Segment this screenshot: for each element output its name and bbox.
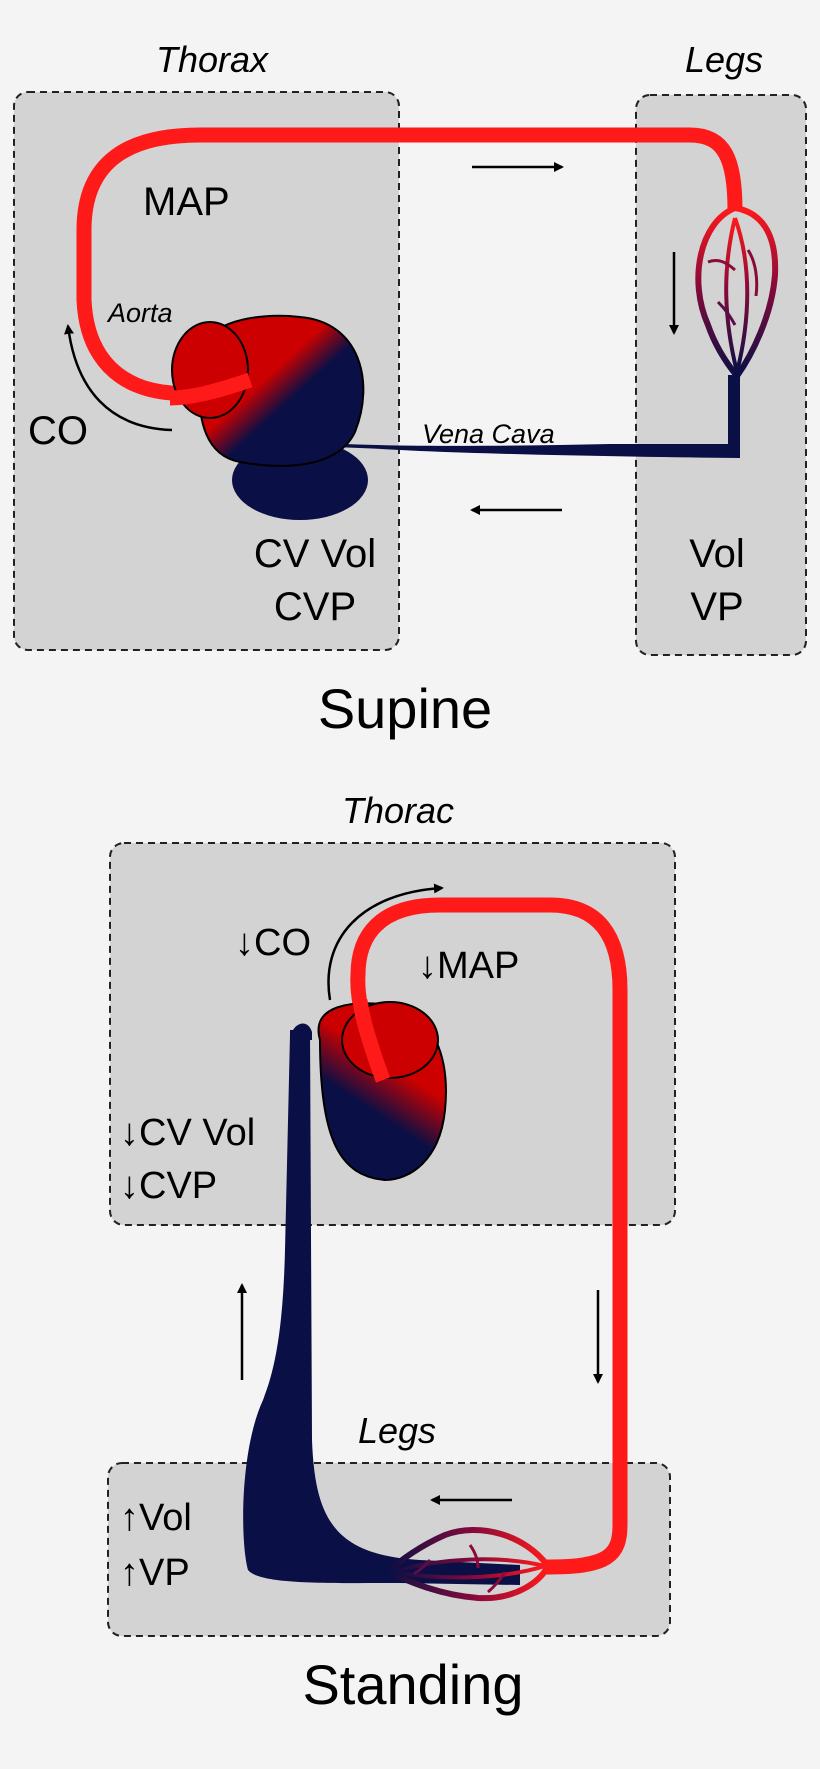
supine-cv-vol-label: CV Vol — [254, 532, 376, 576]
standing-co-label: ↓CO — [235, 922, 311, 964]
standing-legs-label: Legs — [358, 1410, 436, 1451]
standing-legs-box — [107, 1462, 671, 1637]
supine-aorta-vessel — [76, 127, 743, 401]
supine-legs-box — [635, 94, 807, 656]
supine-map-label: MAP — [143, 180, 230, 224]
supine-co-arrow — [64, 324, 173, 432]
standing-map-label: ↓MAP — [418, 945, 519, 987]
supine-thorax-label: Thorax — [156, 39, 270, 80]
supine-vena-cava — [255, 375, 740, 458]
standing-leg-capillaries — [382, 1527, 552, 1602]
supine-aorta-label: Aorta — [106, 298, 173, 328]
supine-vp-label: VP — [690, 585, 743, 629]
standing-cv-vol-label: ↓CV Vol — [120, 1112, 255, 1154]
standing-aorta-vessel — [350, 897, 628, 1575]
standing-vol-label: ↑Vol — [120, 1497, 192, 1539]
supine-cvp-label: CVP — [274, 585, 356, 629]
supine-panel: Thorax Legs MAP Aorta — [13, 39, 807, 740]
standing-thorax-label: Thorac — [342, 790, 454, 831]
standing-panel: Thorac Legs ↓CO ↓MAP — [107, 790, 676, 1716]
standing-vena-cava — [243, 1030, 521, 1585]
supine-title: Supine — [318, 677, 492, 740]
standing-title: Standing — [302, 1653, 523, 1716]
supine-co-label: CO — [28, 409, 88, 453]
standing-co-arrow — [327, 883, 444, 1001]
supine-legs-label: Legs — [685, 39, 763, 80]
standing-cvp-label: ↓CVP — [120, 1165, 217, 1207]
supine-vol-label: Vol — [689, 532, 745, 576]
standing-vp-label: ↑VP — [120, 1552, 190, 1594]
supine-vena-cava-label: Vena Cava — [422, 419, 555, 449]
